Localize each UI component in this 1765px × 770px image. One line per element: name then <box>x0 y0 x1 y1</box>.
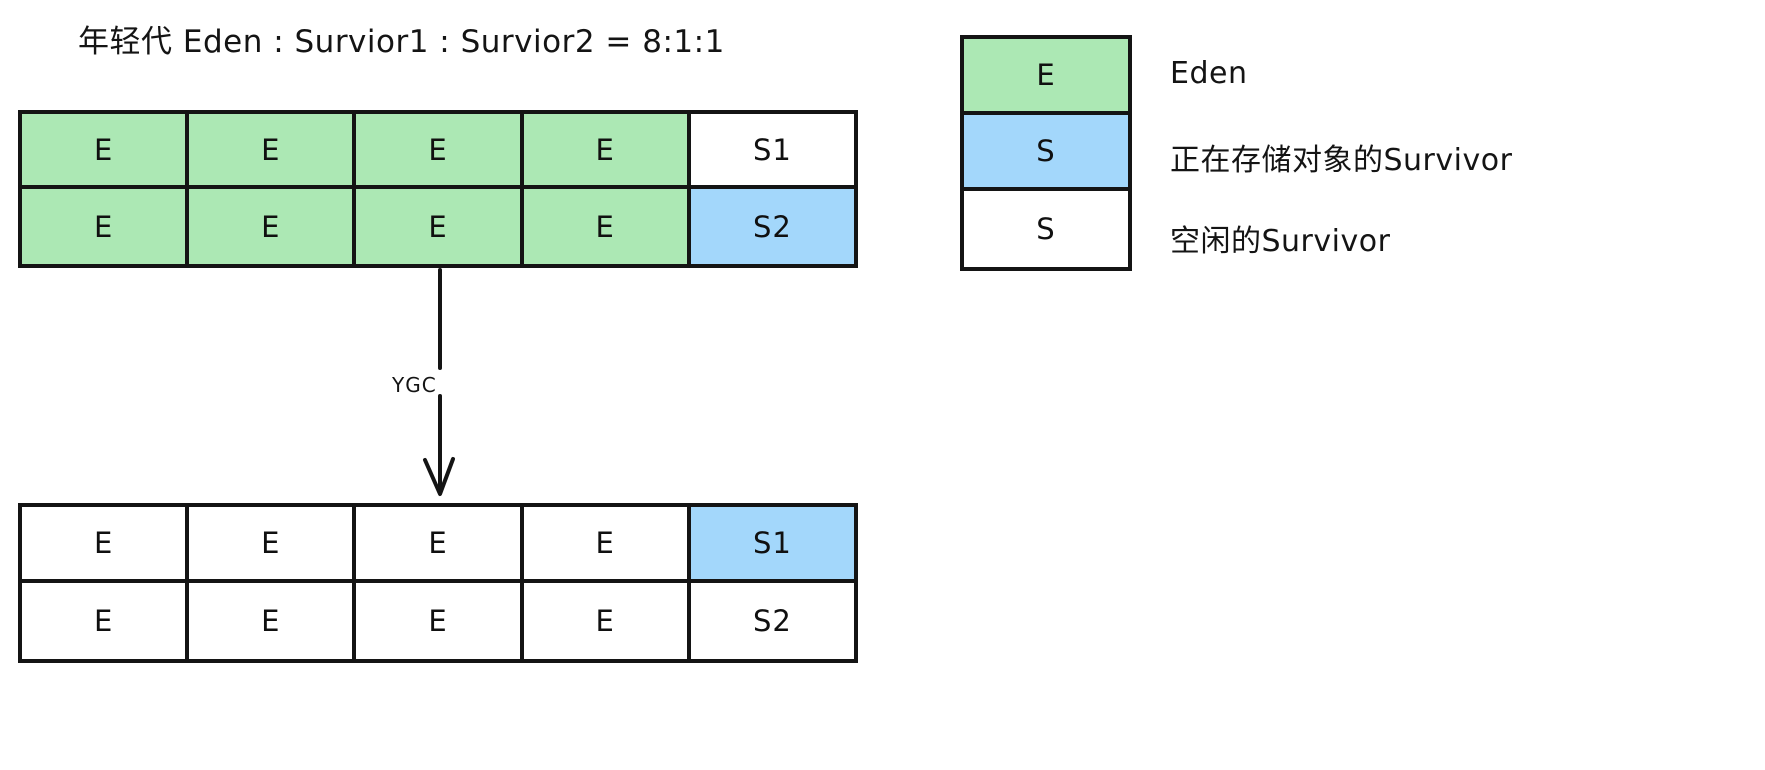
memory-cell-eden: E <box>356 114 524 189</box>
memory-cell-survivor2: S2 <box>690 583 855 659</box>
ygc-label: YGC <box>392 373 437 397</box>
memory-row: E E E E S2 <box>22 189 855 264</box>
memory-cell-eden: E <box>189 583 357 659</box>
memory-row: E E E E S2 <box>22 583 855 659</box>
memory-row: E E E E S1 <box>22 507 855 583</box>
memory-cell-eden: E <box>523 189 691 264</box>
memory-cell-eden: E <box>189 114 357 189</box>
legend-swatch-survivor-in-use: S <box>964 115 1128 191</box>
page-title: 年轻代 Eden : Survior1 : Survior2 = 8:1:1 <box>78 24 725 60</box>
memory-cell-eden: E <box>189 189 357 264</box>
memory-cell-eden: E <box>523 583 691 659</box>
memory-cell-eden: E <box>356 507 524 583</box>
memory-cell-eden: E <box>356 583 524 659</box>
memory-cell-survivor1: S1 <box>690 507 855 583</box>
memory-cell-eden: E <box>22 507 190 583</box>
memory-cell-eden: E <box>523 507 691 583</box>
legend-label-survivor-in-use: 正在存储对象的Survivor <box>1170 143 1513 178</box>
memory-cell-eden: E <box>356 189 524 264</box>
legend-label-eden: Eden <box>1170 56 1248 91</box>
ygc-transition-arrow: YGC <box>392 268 488 498</box>
down-arrow-icon <box>423 268 455 496</box>
memory-row: E E E E S1 <box>22 114 855 189</box>
young-generation-after-ygc: E E E E S1 E E E E S2 <box>18 503 858 663</box>
legend-swatch-survivor-free: S <box>964 191 1128 267</box>
memory-cell-eden: E <box>22 114 190 189</box>
memory-cell-eden: E <box>22 583 190 659</box>
memory-cell-eden: E <box>22 189 190 264</box>
legend: E S S <box>960 35 1132 271</box>
memory-cell-survivor2: S2 <box>690 189 855 264</box>
memory-cell-eden: E <box>523 114 691 189</box>
memory-cell-survivor1: S1 <box>690 114 855 189</box>
legend-swatch-eden: E <box>964 39 1128 115</box>
legend-label-survivor-free: 空闲的Survivor <box>1170 224 1391 259</box>
young-generation-before-ygc: E E E E S1 E E E E S2 <box>18 110 858 268</box>
memory-cell-eden: E <box>189 507 357 583</box>
